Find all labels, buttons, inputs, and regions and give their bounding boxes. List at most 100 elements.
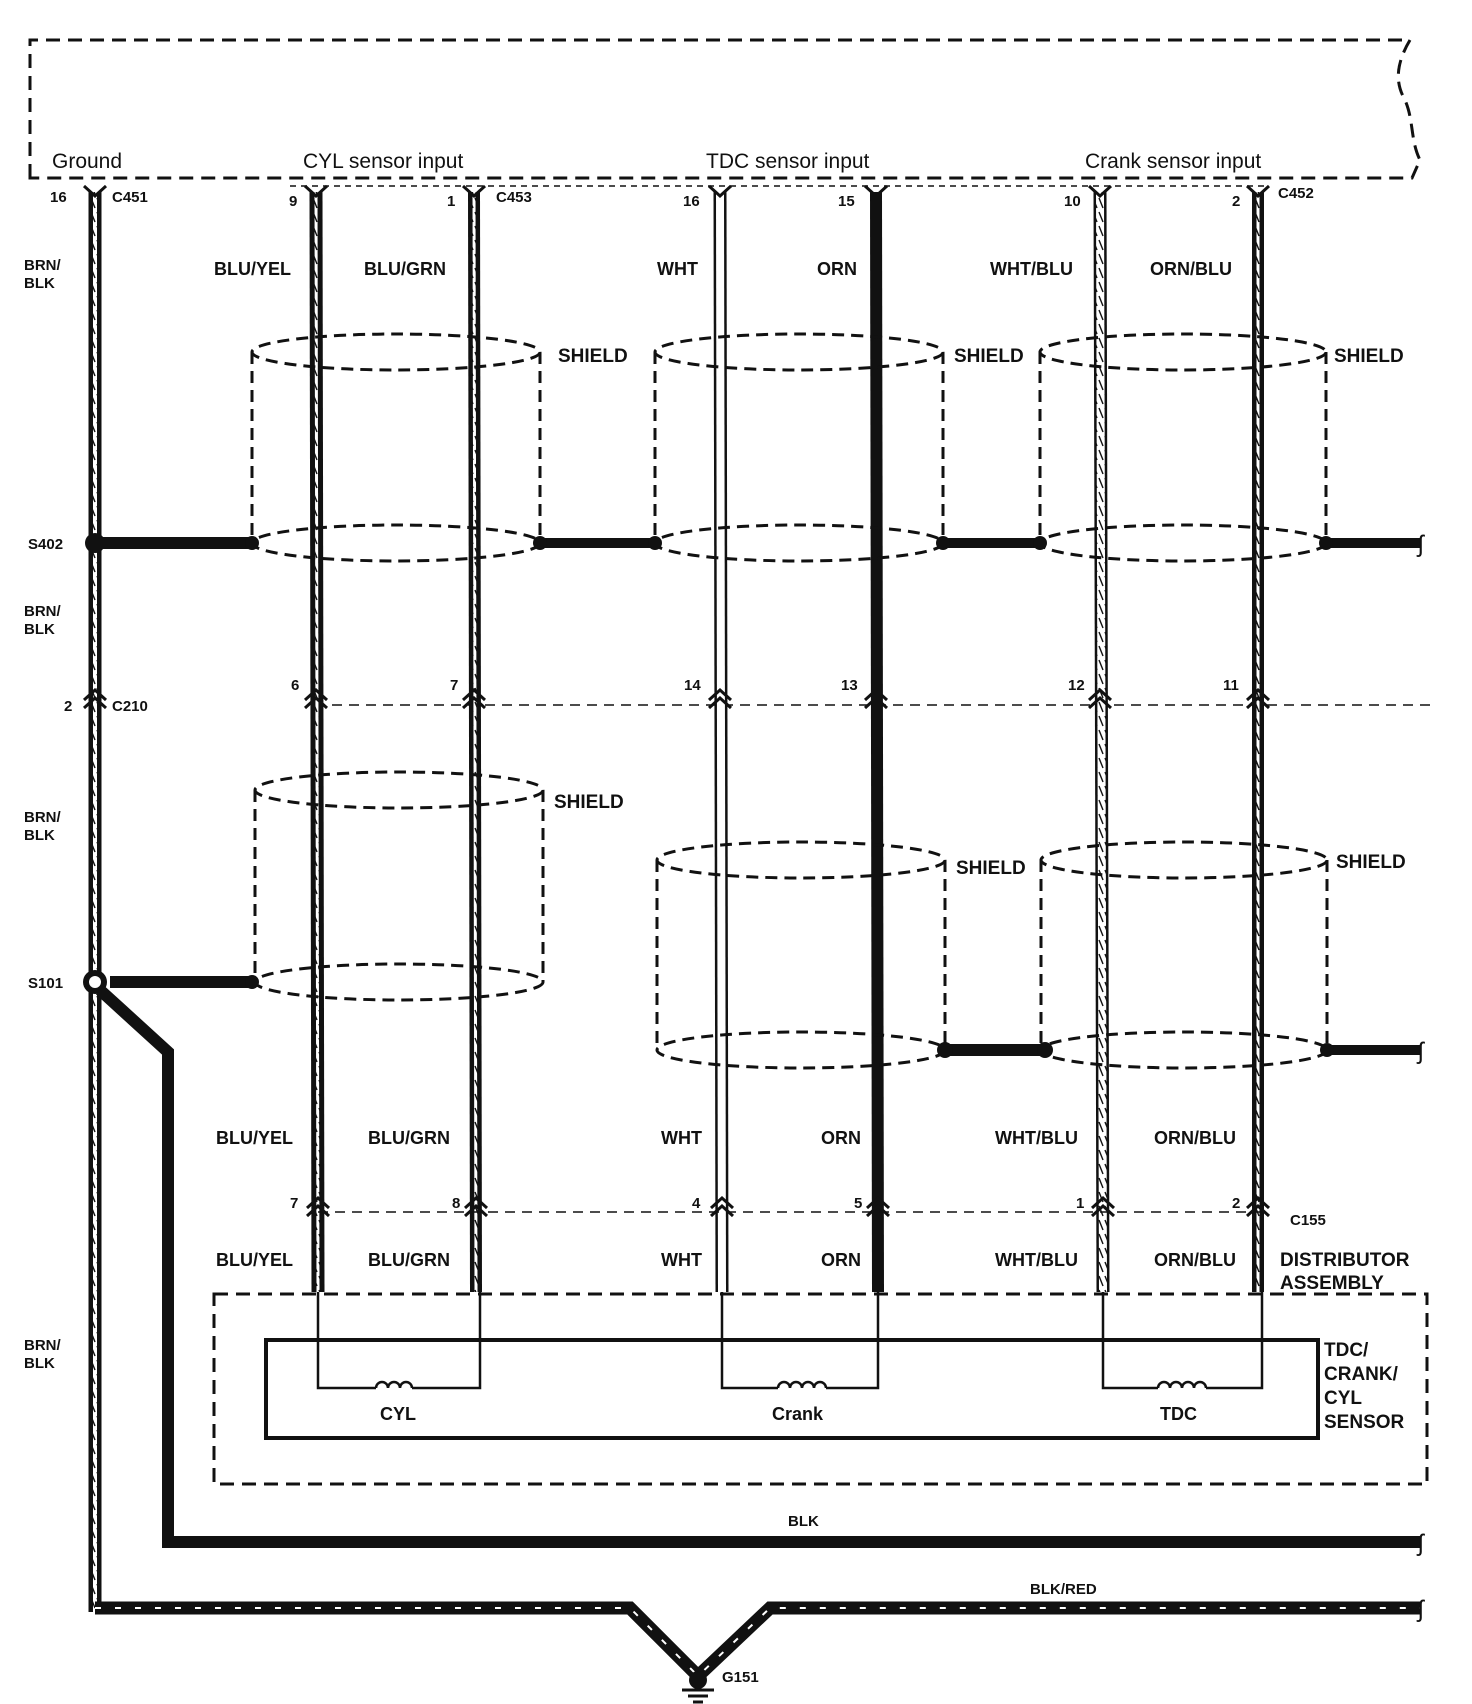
s101-shield-dot (245, 975, 259, 989)
g151-label: G151 (722, 1669, 759, 1686)
c155-connector-marks (305, 1195, 1271, 1218)
blu-grn-low: BLU/GRN (368, 1250, 450, 1270)
low-pin-tdc-b: 5 (854, 1195, 862, 1212)
coil-crank-label: Crank (772, 1404, 824, 1424)
distributor-label-2: ASSEMBLY (1280, 1273, 1384, 1294)
brn-blk-1a: BRN/ (24, 257, 61, 274)
coil-cyl-label: CYL (380, 1404, 416, 1424)
sensor-label-4: SENSOR (1324, 1412, 1405, 1433)
mid-pin-cyl-a: 6 (291, 677, 299, 694)
upper-shields (250, 332, 1328, 563)
shield-label-1: SHIELD (558, 346, 628, 367)
cyl-header: CYL sensor input (303, 150, 463, 173)
mid-pin-tdc-a: 14 (684, 677, 701, 694)
blu-grn-mid: BLU/GRN (368, 1128, 450, 1148)
top-pin-cyl-b: 1 (447, 193, 455, 210)
shield-label-4: SHIELD (554, 792, 624, 813)
mid-pin-cyl-b: 7 (450, 677, 458, 694)
top-pin-tdc-b: 15 (838, 193, 855, 210)
g151-point (689, 1671, 707, 1689)
c453-label: C453 (496, 189, 532, 206)
mid-pin-crank-a: 12 (1068, 677, 1085, 694)
blu-yel-low: BLU/YEL (216, 1250, 293, 1270)
s402-label: S402 (28, 536, 63, 553)
continue-mark-2: ʃ (1416, 1530, 1425, 1557)
orn-blu-top: ORN/BLU (1150, 259, 1232, 279)
shield-label-2: SHIELD (954, 346, 1024, 367)
lower-shields (253, 770, 1329, 1070)
low-pin-tdc-a: 4 (692, 1195, 701, 1212)
low-pin-cyl-b: 8 (452, 1195, 460, 1212)
wht-blu-top: WHT/BLU (990, 259, 1073, 279)
distributor-box (212, 1292, 1429, 1486)
wht-blu-low: WHT/BLU (995, 1250, 1078, 1270)
ground-connector-top (82, 184, 108, 199)
tdc-header: TDC sensor input (706, 150, 870, 173)
low-pin-crank-a: 1 (1076, 1195, 1084, 1212)
crank-wire-a-stripe (1096, 191, 1107, 1293)
top-pin-cyl-a: 9 (289, 193, 297, 210)
top-pin-crank-b: 2 (1232, 193, 1240, 210)
coil-legs (316, 1292, 1264, 1390)
blu-yel-top: BLU/YEL (214, 259, 291, 279)
cyl-wire-b-stripe (472, 191, 478, 1293)
blk-label: BLK (788, 1513, 819, 1530)
c210-connector-marks (82, 687, 1271, 710)
orn-blu-low: ORN/BLU (1154, 1250, 1236, 1270)
wht-blu-mid: WHT/BLU (995, 1128, 1078, 1148)
brn-blk-2a: BRN/ (24, 603, 61, 620)
ground-header: Ground (52, 150, 122, 173)
tdc-wire-a-fill (716, 191, 726, 1293)
mid-pin-crank-b: 11 (1223, 677, 1239, 694)
lower-drain-dot-1 (937, 1042, 953, 1058)
sensor-label-3: CYL (1324, 1388, 1362, 1409)
sensor-label-2: CRANK/ (1324, 1364, 1399, 1385)
distributor-label-1: DISTRIBUTOR (1280, 1250, 1410, 1271)
coil-symbols (374, 1380, 1208, 1389)
low-pin-cyl-a: 7 (290, 1195, 298, 1212)
brn-blk-3a: BRN/ (24, 809, 61, 826)
wht-top: WHT (657, 259, 698, 279)
brn-blk-4a: BRN/ (24, 1337, 61, 1354)
ecu-box (28, 38, 1422, 180)
orn-top: ORN (817, 259, 857, 279)
blk-red-wire (95, 1601, 1420, 1686)
top-pin-tdc-a: 16 (683, 193, 700, 210)
brn-blk-4b: BLK (24, 1355, 55, 1372)
blk-red-label: BLK/RED (1030, 1581, 1097, 1598)
s101-splice-ring (89, 976, 101, 988)
tdc-wire-b (870, 191, 884, 1293)
continue-mark-3: ʃ (1416, 1596, 1425, 1623)
blk-wire (95, 985, 1420, 1548)
continue-mark-1: ʃ (1416, 531, 1425, 558)
blu-yel-mid: BLU/YEL (216, 1128, 293, 1148)
blu-grn-top: BLU/GRN (364, 259, 446, 279)
wht-mid: WHT (661, 1128, 702, 1148)
continue-mark-4: ʃ (1416, 1038, 1425, 1065)
mid-pin-tdc-b: 13 (841, 677, 858, 694)
c210-label: C210 (112, 698, 148, 715)
brn-blk-3b: BLK (24, 827, 55, 844)
shield-label-6: SHIELD (1336, 852, 1406, 873)
c155-label: C155 (1290, 1212, 1326, 1229)
brn-blk-2b: BLK (24, 621, 55, 638)
orn-blu-mid: ORN/BLU (1154, 1128, 1236, 1148)
upper-shield-drain-dots (245, 536, 1333, 550)
shield-label-3: SHIELD (1334, 346, 1404, 367)
top-pin-ground: 16 (50, 189, 67, 206)
wht-low: WHT (661, 1250, 702, 1270)
mid-pin-ground: 2 (64, 698, 72, 715)
shield-label-5: SHIELD (956, 858, 1026, 879)
lower-drain-dot-3 (1320, 1043, 1334, 1057)
orn-mid: ORN (821, 1128, 861, 1148)
orn-low: ORN (821, 1250, 861, 1270)
low-pin-crank-b: 2 (1232, 1195, 1240, 1212)
cyl-wire-a-stripe (314, 191, 320, 1293)
c451-label: C451 (112, 189, 148, 206)
sensor-label-1: TDC/ (1324, 1340, 1369, 1361)
brn-blk-1b: BLK (24, 275, 55, 292)
sensor-box (264, 1338, 1320, 1440)
c452-label: C452 (1278, 185, 1314, 202)
coil-tdc-label: TDC (1160, 1404, 1197, 1424)
